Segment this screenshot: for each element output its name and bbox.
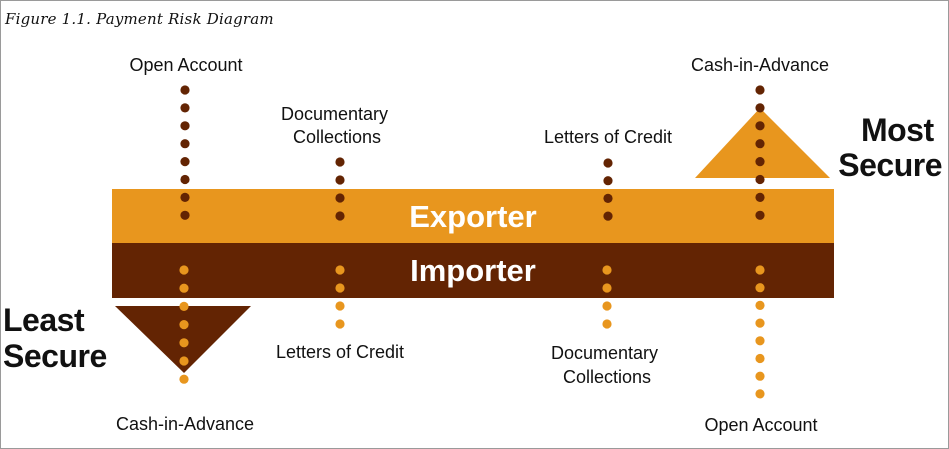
most-secure-label: Most Secure bbox=[838, 112, 942, 183]
importer-dot bbox=[179, 356, 189, 366]
importer-dot bbox=[755, 318, 765, 328]
importer-method-label-line: Documentary bbox=[551, 343, 658, 363]
importer-dot bbox=[602, 319, 612, 329]
exporter-dot bbox=[335, 175, 345, 185]
importer-dot bbox=[179, 374, 189, 384]
exporter-dot bbox=[755, 174, 765, 185]
importer-dot bbox=[755, 300, 765, 310]
importer-method-documentary-collections: Documentary Collections bbox=[551, 343, 663, 387]
importer-dot bbox=[755, 371, 765, 381]
importer-dot bbox=[755, 353, 765, 364]
exporter-dot bbox=[755, 210, 765, 220]
exporter-dot bbox=[180, 121, 190, 131]
exporter-dot bbox=[180, 85, 190, 95]
exporter-dot bbox=[180, 174, 190, 185]
importer-dot bbox=[602, 301, 612, 311]
exporter-method-letters-of-credit: Letters of Credit bbox=[544, 127, 672, 147]
exporter-dot bbox=[335, 211, 345, 221]
importer-dot bbox=[335, 265, 345, 275]
most-secure-line: Most bbox=[861, 112, 935, 148]
importer-method-label-line: Open Account bbox=[704, 415, 817, 435]
importer-dot bbox=[602, 283, 612, 293]
importer-dot bbox=[335, 283, 345, 293]
exporter-method-documentary-collections: Documentary Collections bbox=[281, 104, 393, 147]
importer-dot bbox=[755, 265, 765, 275]
exporter-dot bbox=[180, 139, 190, 149]
importer-method-label-line: Cash-in-Advance bbox=[116, 414, 254, 434]
exporter-dot bbox=[755, 121, 765, 131]
exporter-dot bbox=[180, 103, 190, 113]
least-secure-label: Least Secure bbox=[3, 302, 107, 374]
exporter-method-label-line: Letters of Credit bbox=[544, 127, 672, 147]
importer-method-label-line: Letters of Credit bbox=[276, 342, 404, 362]
exporter-dot bbox=[335, 157, 345, 167]
importer-dot bbox=[755, 336, 765, 346]
exporter-dot bbox=[603, 211, 613, 221]
importer-dot bbox=[179, 265, 189, 275]
exporter-dot bbox=[755, 157, 765, 167]
importer-dot bbox=[602, 265, 612, 275]
exporter-band bbox=[112, 189, 834, 243]
exporter-dot bbox=[180, 157, 190, 167]
exporter-dot bbox=[335, 193, 345, 203]
exporter-dot bbox=[180, 210, 190, 220]
importer-dot bbox=[179, 320, 189, 330]
exporter-method-open-account: Open Account bbox=[129, 55, 242, 75]
importer-dot bbox=[179, 338, 189, 348]
importer-method-cash-in-advance: Cash-in-Advance bbox=[116, 414, 254, 434]
importer-band bbox=[112, 243, 834, 298]
exporter-method-cash-in-advance: Cash-in-Advance bbox=[691, 55, 829, 75]
exporter-method-label-line: Open Account bbox=[129, 55, 242, 75]
importer-method-label-line: Collections bbox=[563, 367, 651, 387]
importer-dot bbox=[335, 319, 345, 329]
exporter-dot bbox=[603, 158, 613, 168]
figure-caption: Figure 1.1. Payment Risk Diagram bbox=[5, 10, 274, 28]
dot-columns bbox=[179, 85, 765, 399]
importer-dot bbox=[755, 283, 765, 293]
importer-dot bbox=[755, 389, 765, 399]
exporter-band-label: Exporter bbox=[409, 199, 536, 234]
exporter-dot bbox=[755, 103, 765, 113]
exporter-dot bbox=[603, 193, 613, 203]
exporter-method-label-line: Collections bbox=[293, 127, 381, 147]
importer-band-label: Importer bbox=[410, 253, 536, 288]
least-secure-line: Least bbox=[3, 302, 85, 338]
importer-method-open-account: Open Account bbox=[704, 415, 817, 435]
importer-method-letters-of-credit: Letters of Credit bbox=[276, 342, 404, 362]
importer-dot bbox=[179, 283, 189, 293]
exporter-method-label-line: Cash-in-Advance bbox=[691, 55, 829, 75]
least-secure-line: Secure bbox=[3, 338, 107, 374]
exporter-dot bbox=[755, 192, 765, 202]
exporter-method-label-line: Documentary bbox=[281, 104, 388, 124]
exporter-dot bbox=[180, 192, 190, 202]
exporter-dot bbox=[755, 139, 765, 149]
exporter-dot bbox=[603, 176, 613, 186]
most-secure-line: Secure bbox=[838, 147, 942, 183]
importer-dot bbox=[179, 301, 189, 311]
exporter-dot bbox=[755, 85, 765, 95]
importer-dot bbox=[335, 301, 345, 311]
